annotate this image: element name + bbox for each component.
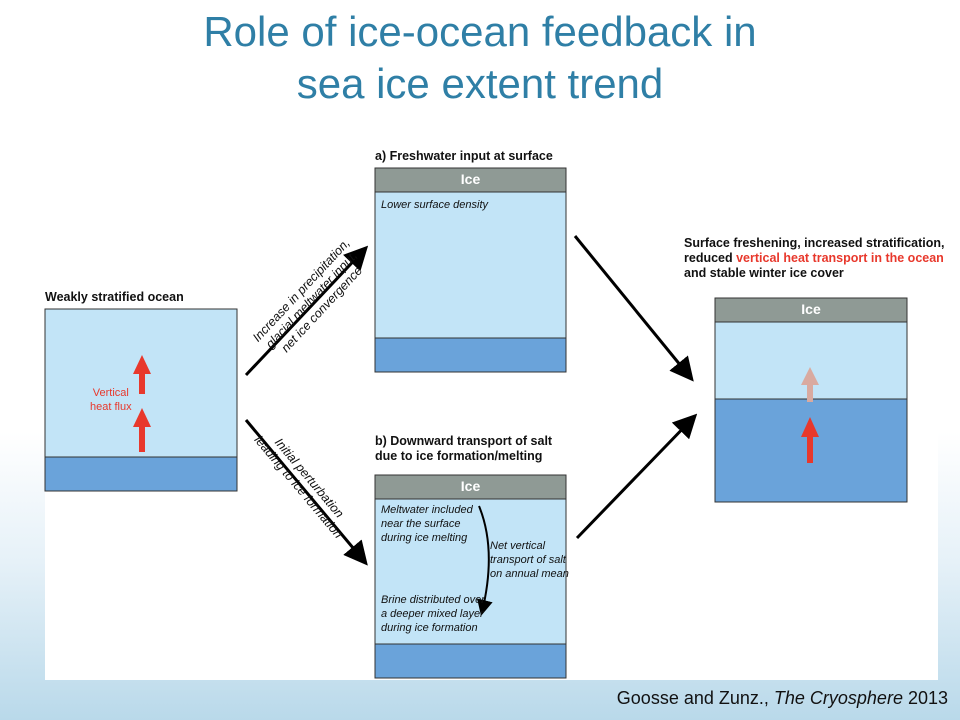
panel-b-note-bottom: Brine distributed over a deeper mixed la… <box>381 593 485 635</box>
panel-b-deep-water <box>374 643 567 679</box>
title-line-2: sea ice extent trend <box>296 60 664 107</box>
citation-year: 2013 <box>902 688 948 708</box>
panel-b-side-note: Net vertical transport of salt on annual… <box>490 539 569 581</box>
left-panel-heading: Weakly stratified ocean <box>45 290 184 304</box>
arrow-left-to-b <box>244 419 368 566</box>
panel-b-side-2: transport of salt <box>490 554 566 566</box>
panel-b-note-top: Meltwater included near the surface duri… <box>381 503 473 545</box>
title-line-1: Role of ice-ocean feedback in <box>203 8 757 55</box>
arrow-left-to-a <box>244 245 369 377</box>
left-deep-water <box>44 456 238 492</box>
result-heading-1: Surface freshening, increased stratifica… <box>684 236 945 250</box>
result-ice-label: Ice <box>801 301 821 317</box>
arrow-a-to-result <box>573 235 694 382</box>
left-flux-arrow-upper <box>133 355 151 394</box>
panel-a-heading: a) Freshwater input at surface <box>375 149 553 163</box>
panel-b-note-top-3: during ice melting <box>381 532 468 544</box>
panel-a-deep-water <box>374 337 567 373</box>
result-heading-3: and stable winter ice cover <box>684 266 844 280</box>
slide-title: Role of ice-ocean feedback in sea ice ex… <box>0 6 960 110</box>
result-heading-2: reduced vertical heat transport in the o… <box>684 251 945 266</box>
panel-b-ice-label: Ice <box>460 478 481 494</box>
result-heading-2b: vertical heat transport in the ocean <box>736 251 944 265</box>
left-flux-label-1: Vertical <box>92 387 129 399</box>
arrow-b-to-result <box>575 413 698 540</box>
panel-b-light-water <box>374 498 567 645</box>
left-flux-arrow-lower <box>133 408 151 452</box>
panel-b-transport-arrow <box>477 505 493 616</box>
panel-b-note-bottom-2: a deeper mixed layer <box>381 608 484 620</box>
panel-a-note: Lower surface density <box>381 199 488 211</box>
citation-journal: The Cryosphere <box>773 688 903 708</box>
result-flux-arrow <box>801 417 819 463</box>
citation-authors: Goosse and Zunz., <box>616 688 774 708</box>
panel-b-heading-1: b) Downward transport of salt <box>375 434 553 448</box>
panel-b-heading: b) Downward transport of salt due to ice… <box>375 434 552 464</box>
panel-a-ice-label: Ice <box>460 171 481 187</box>
left-flux-label-2: heat flux <box>90 401 132 413</box>
citation: Goosse and Zunz., The Cryosphere 2013 <box>617 688 948 709</box>
result-weak-flux-arrow <box>801 367 819 402</box>
left-flux-label: Vertical heat flux <box>90 386 132 414</box>
panel-b-heading-2: due to ice formation/melting <box>375 449 543 463</box>
result-heading: Surface freshening, increased stratifica… <box>684 236 945 281</box>
panel-a-light-water <box>374 191 567 339</box>
panel-b-note-bottom-1: Brine distributed over <box>381 594 485 606</box>
panel-b-side-3: on annual mean <box>490 568 569 580</box>
panel-b-note-top-1: Meltwater included <box>381 504 473 516</box>
panel-b-note-bottom-3: during ice formation <box>381 622 478 634</box>
result-heading-2a: reduced <box>684 251 737 265</box>
panel-b-side-1: Net vertical <box>490 540 546 552</box>
panel-b-ice <box>374 474 567 500</box>
panel-b-note-top-2: near the surface <box>381 518 461 530</box>
result-ice <box>714 297 908 323</box>
